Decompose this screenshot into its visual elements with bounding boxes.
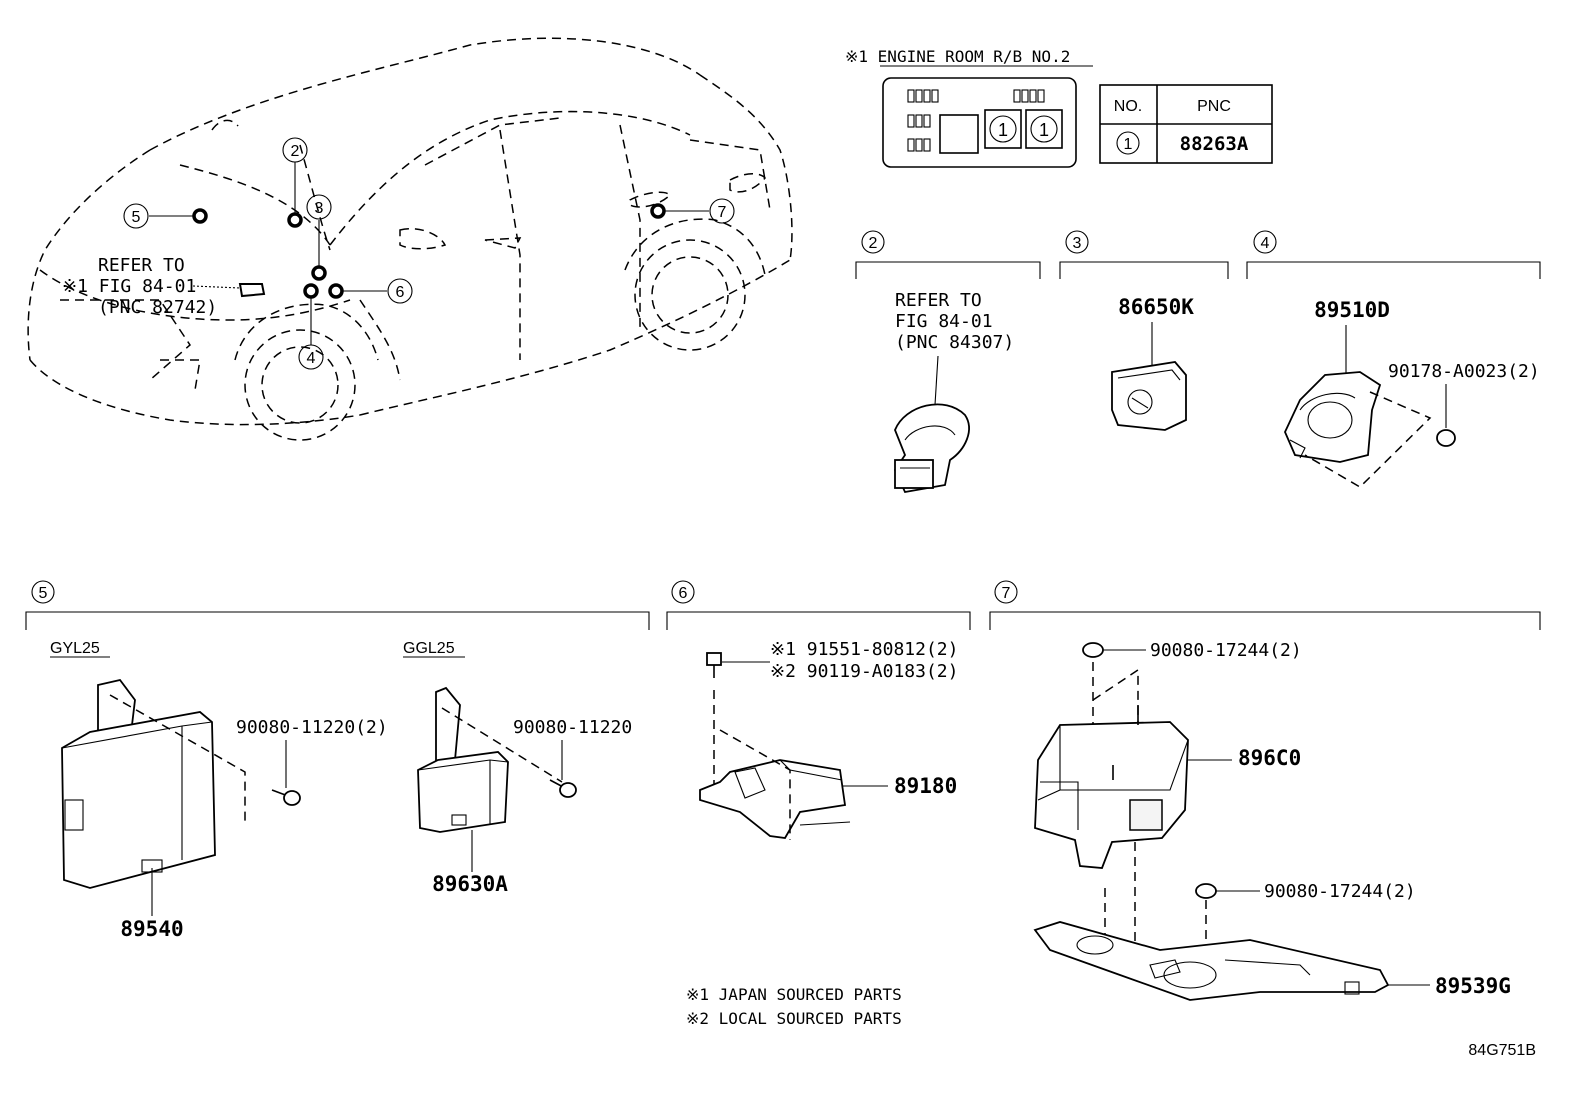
relay-box-marker — [238, 283, 266, 298]
svg-text:REFER TO: REFER TO — [98, 255, 185, 276]
svg-text:4: 4 — [1261, 235, 1270, 252]
bolt-90080-11220-label: 90080-11220 — [513, 717, 632, 738]
part-896C0-ecu — [1034, 705, 1189, 869]
svg-text:3: 3 — [1073, 235, 1082, 252]
svg-text:※1 FIG 84-01: ※1 FIG 84-01 — [62, 276, 196, 297]
section-3: 3 86650K — [1059, 230, 1229, 431]
callout-5 — [123, 203, 149, 229]
pnc-table-header-pnc: PNC — [1197, 98, 1231, 115]
svg-text:REFER TO: REFER TO — [895, 290, 982, 311]
part-89539G-label: 89539G — [1435, 974, 1511, 998]
part-89540-label: 89540 — [120, 917, 183, 941]
clock-spring-sensor — [893, 403, 970, 494]
svg-text:2: 2 — [869, 235, 878, 252]
callout-3 — [306, 194, 332, 220]
part-89630A-label: 89630A — [432, 872, 508, 896]
section-5: 5 GYL25 GGL25 90080-11220(2) 89540 — [25, 580, 650, 941]
svg-text:6: 6 — [679, 585, 688, 602]
section-2: 2 REFER TO FIG 84-01 (PNC 84307) — [855, 230, 1041, 494]
svg-text:7: 7 — [1002, 585, 1011, 602]
svg-text:4: 4 — [307, 350, 316, 367]
engine-room-header: ※1 ENGINE ROOM R/B NO.2 — [845, 47, 1070, 66]
engine-room-relay-block: ※1 ENGINE ROOM R/B NO.2 1 1 — [845, 47, 1093, 168]
part-89539G-bracket — [1033, 921, 1390, 1001]
part-89180-label: 89180 — [894, 774, 957, 798]
part-89510D — [1284, 371, 1456, 488]
bolt-90178-A0023 — [1436, 429, 1456, 447]
svg-text:6: 6 — [396, 284, 405, 301]
svg-text:1: 1 — [998, 120, 1008, 140]
section-4: 4 89510D 90178-A0023(2) — [1246, 230, 1541, 488]
footnote-japan-sourced: ※1 JAPAN SOURCED PARTS — [686, 985, 902, 1004]
callout-7 — [709, 198, 735, 224]
bolt-90080-11220-2-label: 90080-11220(2) — [236, 717, 388, 738]
bolt-90119-A0183-label: ※2 90119-A0183(2) — [770, 661, 958, 682]
part-896C0-label: 896C0 — [1238, 746, 1301, 770]
svg-text:5: 5 — [39, 585, 48, 602]
part-89180-sensor — [699, 729, 851, 840]
pnc-table: NO. PNC 1 88263A — [1099, 84, 1273, 164]
relay-fuse-slots — [907, 89, 1063, 154]
part-89510D-label: 89510D — [1314, 298, 1390, 322]
vehicle-refer-note: REFER TO ※1 FIG 84-01 (PNC 82742) — [62, 255, 217, 318]
footnote-local-sourced: ※2 LOCAL SOURCED PARTS — [686, 1009, 902, 1028]
callout-6 — [387, 278, 413, 304]
bolt-90080-11220-2 — [271, 789, 301, 806]
nut-90080-17244-top-label: 90080-17244(2) — [1150, 640, 1302, 661]
pnc-table-header-no: NO. — [1114, 98, 1142, 115]
svg-text:5: 5 — [132, 209, 141, 226]
svg-text:2: 2 — [291, 143, 300, 160]
svg-text:7: 7 — [718, 204, 727, 221]
bolt-90178-A0023-label: 90178-A0023(2) — [1388, 361, 1540, 382]
pnc-table-cell-no: 1 — [1124, 136, 1133, 153]
part-86650K — [1111, 361, 1187, 431]
bolt-91551-80812 — [706, 652, 722, 678]
pnc-table-cell-pnc: 88263A — [1180, 133, 1249, 155]
callout-4 — [298, 344, 324, 370]
nut-90080-17244-bottom — [1195, 883, 1260, 899]
svg-text:FIG 84-01: FIG 84-01 — [895, 311, 993, 332]
svg-text:(PNC 82742): (PNC 82742) — [98, 297, 217, 318]
vehicle-callouts: 2 3 5 6 7 4 — [123, 137, 735, 370]
nut-90080-17244-top — [1082, 642, 1146, 658]
part-89630A-ecu — [417, 686, 563, 833]
section-6: 6 ※1 91551-80812(2) ※2 90119-A0183(2) 89… — [666, 580, 971, 840]
location-markers — [149, 162, 709, 345]
svg-text:3: 3 — [315, 200, 324, 217]
vehicle-illustration — [27, 37, 793, 441]
bolt-91551-80812-label: ※1 91551-80812(2) — [770, 639, 958, 660]
part-86650K-label: 86650K — [1118, 295, 1194, 319]
section-7: 7 90080-17244(2) 896C0 90080-17244(2) — [989, 580, 1541, 1001]
variant-GYL25: GYL25 — [50, 640, 100, 657]
svg-text:(PNC 84307): (PNC 84307) — [895, 332, 1014, 353]
svg-text:1: 1 — [1039, 120, 1049, 140]
nut-90080-17244-bottom-label: 90080-17244(2) — [1264, 881, 1416, 902]
variant-GGL25: GGL25 — [403, 640, 455, 657]
figure-id: 84G751B — [1468, 1042, 1536, 1059]
bolt-90080-11220 — [549, 779, 577, 798]
part-89540-ecu — [61, 678, 246, 889]
footnotes: ※1 JAPAN SOURCED PARTS ※2 LOCAL SOURCED … — [686, 985, 1536, 1059]
callout-2 — [282, 137, 308, 163]
